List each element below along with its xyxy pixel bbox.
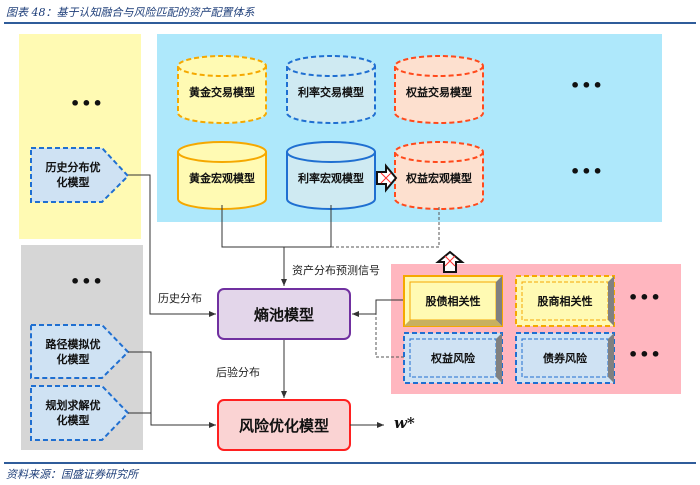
path-simulation-model-label: 路径模拟优 化模型 [31,327,115,377]
posterior-edge-label: 后验分布 [216,366,260,379]
bond-risk-label: 债券风险 [543,352,587,365]
left-bottom-ellipsis: ••• [70,272,104,291]
history-distribution-model-tag [30,147,130,203]
label-line: 化模型 [56,176,90,189]
equity-macro-cylinder [394,141,484,210]
model-row1-ellipsis: ••• [570,76,604,95]
equity-risk-bevel [403,332,503,384]
entropy-pool-box [217,288,351,340]
left-top-panel [19,34,141,239]
path-simulation-model-tag [30,324,130,379]
equity-macro-model-label: 权益宏观模型 [406,172,472,185]
model-row2-ellipsis: ••• [570,162,604,181]
programming-solution-model-label: 规划求解优 化模型 [31,388,115,438]
label-line: 规划求解优 [45,399,101,412]
equity-trading-model-label: 权益交易模型 [406,86,472,99]
rate-macro-cylinder [286,141,376,210]
entropy-pool-label: 熵池模型 [253,305,314,324]
risk-row2-ellipsis: ••• [628,345,662,364]
stock-commodity-correlation-label: 股商相关性 [537,295,593,308]
top-divider [4,22,696,24]
gold-trading-cylinder [177,55,267,124]
label-line: 路径模拟优 [45,338,101,351]
blocked-arrow-up-icon [435,250,465,273]
bottom-divider [4,462,696,464]
rate-trading-model-label: 利率交易模型 [298,86,364,99]
history-connector [128,174,216,317]
stock-bond-correlation-label: 股债相关性 [425,295,481,308]
figure-title: 图表 48：基于认知融合与风险匹配的资产配置体系 [6,6,255,19]
history-distribution-model-label: 历史分布优 化模型 [31,150,115,200]
optimal-weight-output: w* [394,414,415,432]
gold-macro-connector [221,205,332,248]
rate-macro-model-label: 利率宏观模型 [298,172,364,185]
signal-edge-label: 资产分布预测信号 [292,264,380,277]
bond-risk-bevel [515,332,615,384]
stock-commodity-correlation-bevel [515,275,615,327]
gold-trading-model-label: 黄金交易模型 [189,86,255,99]
label-line: 化模型 [56,353,90,366]
rate-trading-cylinder [286,55,376,124]
gold-macro-model-label: 黄金宏观模型 [189,172,255,185]
gold-macro-cylinder [177,141,267,210]
equity-trading-cylinder [394,55,484,124]
history-edge-label: 历史分布 [158,292,202,305]
stock-bond-correlation-bevel [403,275,503,327]
label-line: 化模型 [56,414,90,427]
equity-macro-dashed-connector [331,205,440,248]
risk-correlation-connector [352,299,404,317]
left-top-ellipsis: ••• [70,94,104,113]
risk-dashed-connector [375,314,404,358]
label-line: 历史分布优 [45,161,101,174]
equity-risk-label: 权益风险 [431,352,475,365]
risk-row1-ellipsis: ••• [628,288,662,307]
risk-optimization-label: 风险优化模型 [238,416,329,435]
programming-solution-model-tag [30,385,130,441]
optimizer-connector [128,351,216,428]
source-note: 资料来源：国盛证券研究所 [6,468,138,481]
blocked-arrow-right-icon [376,163,398,193]
